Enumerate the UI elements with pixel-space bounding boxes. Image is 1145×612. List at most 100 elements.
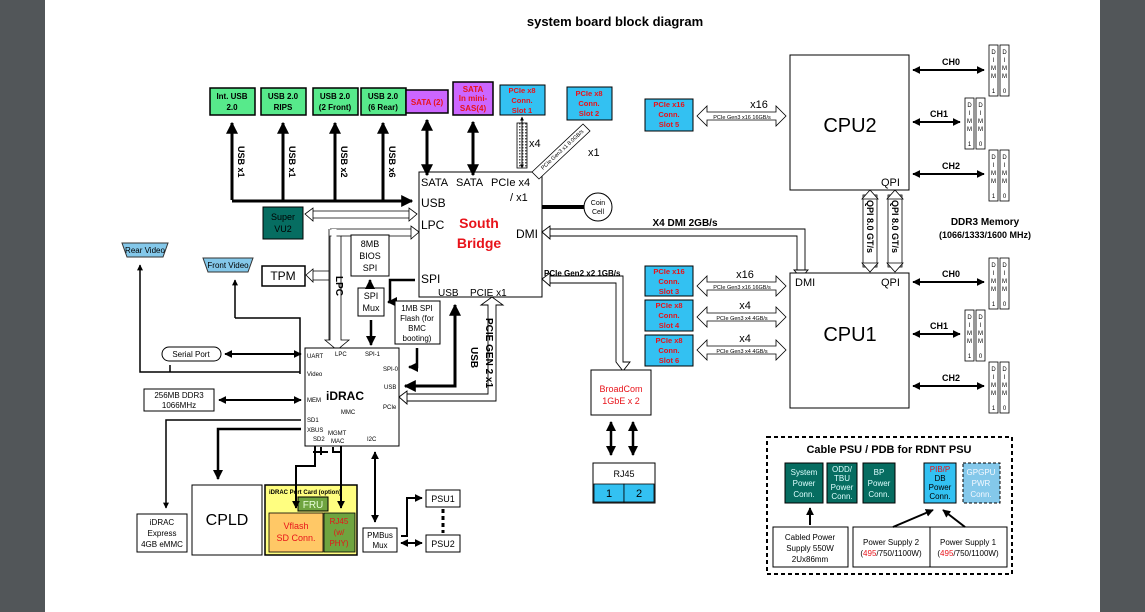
pcie-slot2-line3: Slot 2 xyxy=(579,109,599,118)
pcie-slot6-box: PCIe x8 Conn. Slot 6 xyxy=(644,334,694,367)
cpu2-ch1-label: CH1 xyxy=(930,109,948,119)
dimm-letter: M xyxy=(967,119,972,125)
document-page: system board block diagram SATA SATA PCI… xyxy=(45,0,1100,612)
rj45-label: RJ45 xyxy=(613,469,634,479)
dimm-letter: M xyxy=(1002,171,1007,177)
spiflash-line3: BMC xyxy=(408,324,426,333)
rj45-dual-port: RJ45 1 2 xyxy=(592,462,656,504)
cabled-psu-line1: Cabled Power xyxy=(785,533,836,542)
pcie-slot1-line1: PCIe x8 xyxy=(508,86,535,95)
dimm-letter: M xyxy=(1002,66,1007,72)
bios-line1: 8MB xyxy=(361,239,380,249)
spimux-line2: Mux xyxy=(362,303,380,313)
sys-power-line3: Conn. xyxy=(793,490,814,499)
cpu2-qpi-label: QPI xyxy=(881,177,900,189)
pcie-slot6-line1: PCIe x8 xyxy=(655,336,682,345)
dimm-letter: D xyxy=(978,103,983,109)
cabled-psu-line2: Supply 550W xyxy=(786,544,834,553)
idrac-emmc: iDRAC Express 4GB eMMC xyxy=(136,513,188,553)
cpu2-ch2-label: CH2 xyxy=(942,161,960,171)
idrac-sd1: SD1 xyxy=(307,418,319,424)
dimm-letter: I xyxy=(1004,58,1006,64)
sata-arrows xyxy=(421,118,479,177)
bios-line2: BIOS xyxy=(359,251,381,261)
idrac-mgmt: MGMT xyxy=(328,431,347,437)
pcie-slot6-link: PCIe Gen3 x4 4GB/s x4 xyxy=(696,333,787,361)
gpgpu-power-line2: PWR xyxy=(972,479,991,488)
cpu1-qpi-label: QPI xyxy=(881,277,900,289)
idrac-mac: MAC xyxy=(331,439,345,445)
slot3-gen3-label: PCIe Gen3 x16 16GB/s xyxy=(713,285,771,291)
broadcom-rj45-arrows xyxy=(606,421,638,456)
idrac-mmc: MMC xyxy=(341,410,356,416)
spiflash-line4: booting) xyxy=(403,334,432,343)
pcie-gen2x1-label: PCIE GEN 2 x1 xyxy=(483,318,494,388)
sb-pcie-bottom-label: PCIE x1 xyxy=(470,288,507,299)
cpu1-label: CPU1 xyxy=(823,324,876,346)
pcie-slot4-line3: Slot 4 xyxy=(659,321,680,330)
dimm-letter: M xyxy=(978,119,983,125)
idrac-mem: MEM xyxy=(307,398,321,404)
memory-channels: CH0DIMM1DIMM0CH1DIMM1DIMM0CH2DIMM1DIMM0C… xyxy=(912,44,1010,414)
spiflash-line2: Flash (for xyxy=(400,314,434,323)
lpc-bus xyxy=(323,225,420,351)
slot3-x16-label: x16 xyxy=(736,269,754,281)
idrac-pcie-link xyxy=(398,296,505,405)
ddr3-memory-title: DDR3 Memory xyxy=(951,217,1020,228)
pcie-slot2-line1: PCIe x8 xyxy=(575,89,602,98)
pcie-slot3-line1: PCIe x16 xyxy=(653,267,684,276)
dimm-number: 1 xyxy=(992,89,996,95)
dimm-letter: D xyxy=(967,103,972,109)
sb-dmi-label: DMI xyxy=(516,227,538,241)
dimm-letter: I xyxy=(1004,271,1006,277)
sb-sata1-label: SATA xyxy=(421,177,449,189)
emmc-link xyxy=(163,419,301,509)
psu2-label: PSU2 xyxy=(431,539,455,549)
super-vu2: Super VU2 xyxy=(262,206,304,240)
cpld-label: CPLD xyxy=(206,512,249,529)
usb-front-box: USB 2.0 (2 Front) xyxy=(312,87,359,116)
dimm-letter: M xyxy=(1002,383,1007,389)
sata2-label: SATA (2) xyxy=(411,98,444,107)
ddr3-256-line1: 256MB DDR3 xyxy=(154,391,204,400)
cpu2-ch0-label: CH0 xyxy=(942,57,960,67)
bios-spi: 8MB BIOS SPI xyxy=(350,234,390,277)
cpu2-label: CPU2 xyxy=(823,115,876,137)
portcard-rj45-line3: PHY) xyxy=(329,539,348,548)
pcie-slot6-line2: Conn. xyxy=(658,346,679,355)
rj45-port-1: 1 xyxy=(606,488,612,500)
super-vu2-line2: VU2 xyxy=(274,224,292,234)
gpgpu-power-line3: Conn. xyxy=(970,490,991,499)
dimm-letter: M xyxy=(991,171,996,177)
slot6-gen3-label: PCIe Gen3 x4 4GB/s xyxy=(716,349,768,355)
dimm-letter: M xyxy=(1002,179,1007,185)
dimm-letter: D xyxy=(978,315,983,321)
dimm-letter: I xyxy=(993,375,995,381)
dimm-letter: M xyxy=(991,74,996,80)
pcie-slot3-link: PCIe Gen3 x16 16GB/s x16 xyxy=(696,269,787,297)
pmbus-line1: PMBus xyxy=(367,531,393,540)
sata-minisas-box: SATA In mini- SAS(4) xyxy=(452,81,494,116)
idrac-sd2: SD2 xyxy=(313,437,325,443)
spi-lines xyxy=(365,278,415,346)
pcie-slot5-line1: PCIe x16 xyxy=(653,100,684,109)
dimm-letter: D xyxy=(967,315,972,321)
coin-cell-line2: Cell xyxy=(592,209,605,216)
dimm-letter: M xyxy=(1002,279,1007,285)
usb-rips-line1: USB 2.0 xyxy=(268,92,299,101)
bios-line3: SPI xyxy=(363,263,378,273)
portcard-rj45-line1: RJ45 xyxy=(330,517,349,526)
pcie-slot1-box: PCIe x8 Conn. Slot 1 xyxy=(499,84,546,116)
psu1-panel-wattage: (495/750/1100W) xyxy=(937,549,999,558)
south-bridge-name-2: Bridge xyxy=(457,235,502,251)
qpi-link-label-1: QPI 8.0 GT/s xyxy=(865,200,875,253)
psu1-label: PSU1 xyxy=(431,494,455,504)
dimm-letter: M xyxy=(991,279,996,285)
cpu1-ch0-label: CH0 xyxy=(942,269,960,279)
